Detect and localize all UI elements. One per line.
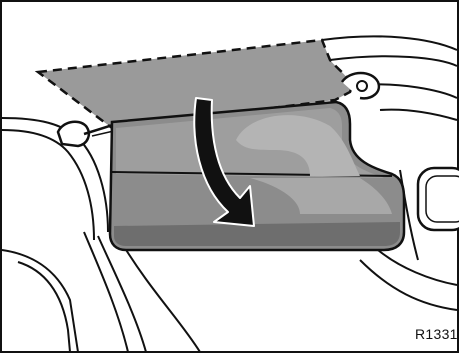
figure-code: R13312 <box>415 326 459 342</box>
rearview-mirror <box>418 168 459 230</box>
visor-lower-band <box>114 222 400 246</box>
visor-hinge <box>58 122 118 146</box>
